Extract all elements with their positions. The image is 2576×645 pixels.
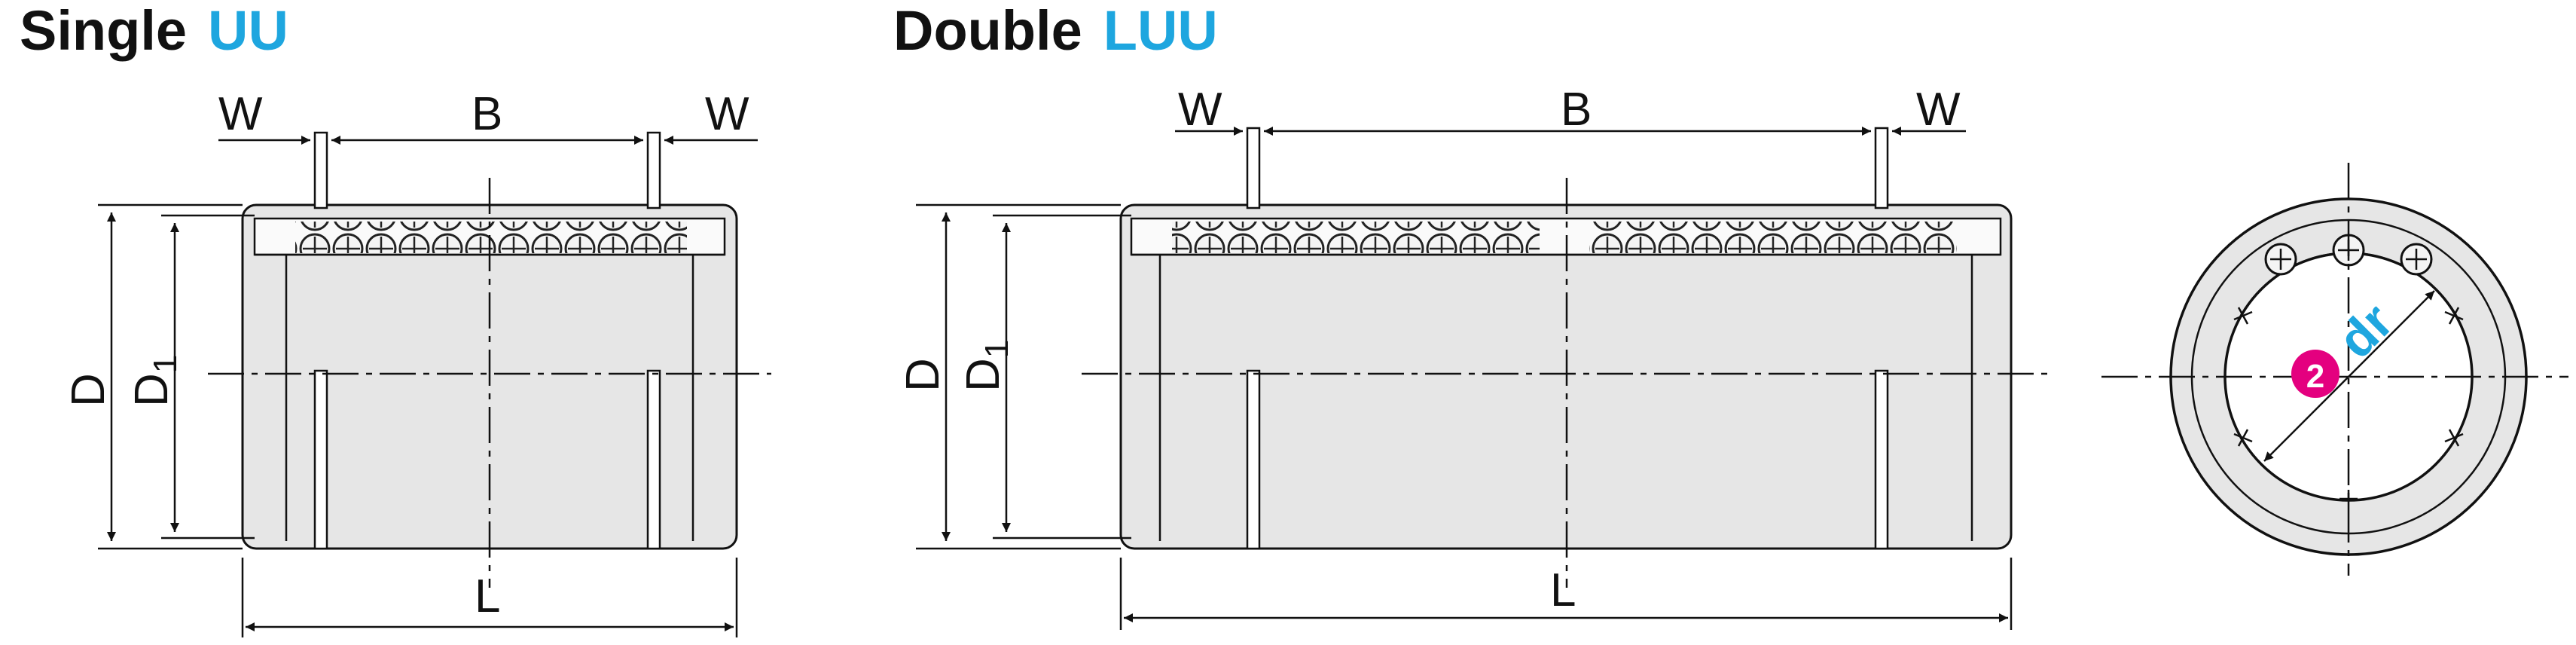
- single-W-left-label: W: [218, 88, 263, 140]
- end-view-dr-line: [2263, 290, 2435, 462]
- single-W-right-label: W: [705, 88, 749, 140]
- single-code: UU: [208, 0, 288, 62]
- double-W-left-label: W: [1178, 84, 1222, 136]
- double-balls-left: [1172, 222, 1540, 253]
- single-balls: [295, 222, 687, 253]
- double-title: Double LUU: [893, 3, 1218, 59]
- double-title-text: Double: [893, 0, 1082, 62]
- double-B-label: B: [1561, 84, 1592, 136]
- double-groove-left: [1246, 369, 1261, 550]
- single-groove-left: [313, 369, 328, 550]
- single-B-label: B: [472, 88, 502, 140]
- double-D1-main: D: [957, 358, 1009, 392]
- double-L-label: L: [1550, 564, 1576, 616]
- single-centerlines: [208, 178, 771, 588]
- marker-badge: [2291, 350, 2339, 398]
- single-dimension-lines: [98, 136, 758, 637]
- single-groove-right: [646, 369, 661, 550]
- single-title: Single UU: [20, 3, 288, 59]
- double-W-right-label: W: [1916, 84, 1961, 136]
- end-view-balls: [2264, 234, 2433, 276]
- double-D-label: D: [897, 358, 949, 392]
- double-dimension-lines: [916, 127, 2013, 630]
- single-L-label: L: [475, 570, 500, 622]
- marker-number: 2: [2306, 358, 2324, 395]
- single-D1-main: D: [126, 373, 178, 407]
- end-view: [2101, 163, 2568, 576]
- single-D1-label: D1: [126, 355, 184, 407]
- double-D1-sub: 1: [978, 340, 1015, 358]
- double-groove-right: [1874, 369, 1889, 550]
- double-code: LUU: [1103, 0, 1218, 62]
- single-D-label: D: [63, 373, 114, 407]
- double-balls-right: [1589, 222, 1957, 253]
- single-title-text: Single: [20, 0, 188, 62]
- double-D1-label: D1: [957, 340, 1015, 392]
- single-D1-sub: 1: [147, 355, 184, 373]
- double-centerlines: [1082, 178, 2049, 588]
